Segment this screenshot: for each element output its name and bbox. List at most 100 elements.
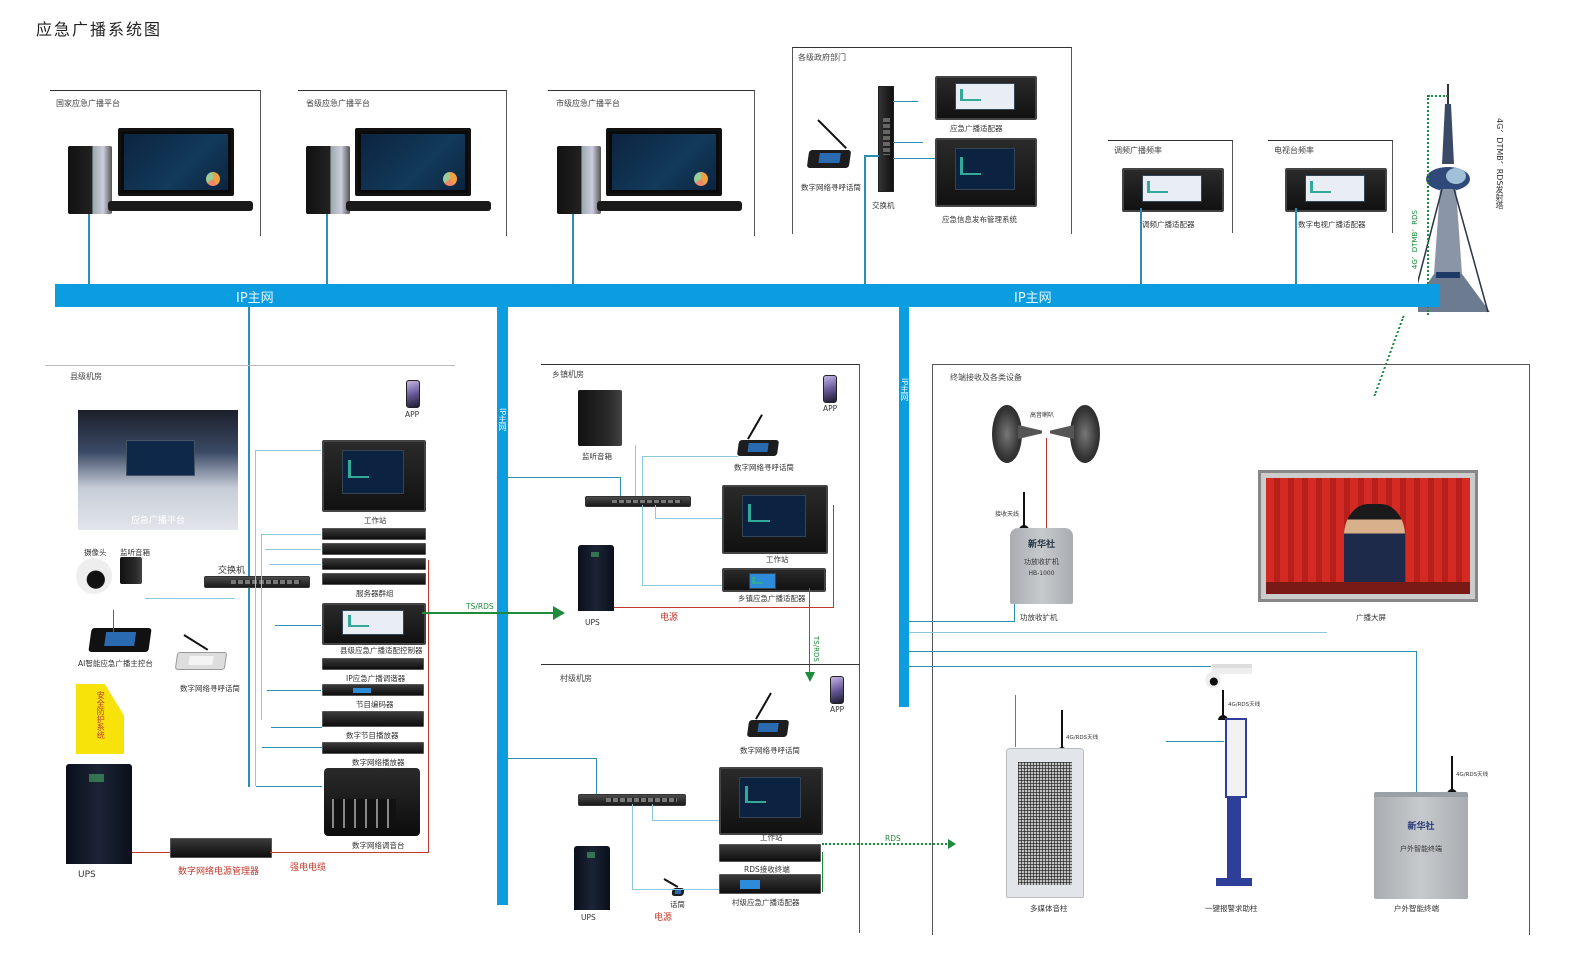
ups-icon (574, 846, 610, 910)
village-adapter-icon (719, 874, 821, 894)
township-power-label: 电源 (660, 613, 679, 623)
dept-mic-label: 数字网络寻呼话筒 (801, 183, 861, 192)
county-audio-label: 数字网络播放器 (352, 758, 405, 767)
panel-fm-label: 调频广播频率 (1114, 146, 1162, 155)
township-app-label: APP (823, 404, 838, 413)
link (1015, 695, 1016, 747)
county-dvd-label: 数字节目播放器 (346, 731, 399, 740)
box-antenna-label: 4G/RDS天线 (1456, 772, 1489, 778)
ts-rds-link (422, 612, 557, 614)
link (909, 632, 1327, 633)
link (255, 450, 256, 786)
county-power-manager-label: 数字网络电源管理器 (178, 867, 260, 877)
link (1416, 651, 1417, 793)
alarm-pole-base (1216, 878, 1252, 886)
monitor-icon (606, 128, 722, 196)
panel-province (298, 90, 507, 236)
speaker-line (1046, 438, 1047, 530)
link (265, 549, 321, 550)
panel-departments-label: 各级政府部门 (798, 53, 846, 62)
power-line (132, 852, 170, 853)
rds-link (822, 843, 950, 845)
monitor-icon (118, 128, 234, 196)
alarm-pole-head (1225, 718, 1247, 798)
tower-label: 4G、DTMB、RDS发射塔 (1495, 118, 1504, 210)
ip-bus-label-left: IP主网 (236, 291, 274, 306)
link (632, 889, 719, 890)
hall-caption: 应急广播平台 (130, 516, 185, 526)
keyboard-icon (346, 201, 491, 211)
village-mic-label: 数字网络寻呼话筒 (740, 746, 800, 755)
wireless-link (1427, 95, 1429, 315)
panel-township (541, 364, 860, 665)
link (508, 758, 596, 759)
tv-label: 广播大屏 (1356, 613, 1386, 622)
link (267, 690, 321, 691)
keyboard-icon (108, 201, 253, 211)
dept-device2-label: 应急信息发布管理系统 (942, 215, 1017, 224)
link (248, 307, 250, 787)
ip-vertical-bus-label-2: IP主网 (900, 378, 909, 402)
tv-adapter-icon (1285, 168, 1387, 212)
paging-mic-icon (806, 150, 852, 168)
county-ups-label: UPS (78, 870, 96, 880)
link (261, 534, 321, 535)
power-manager-icon (170, 838, 272, 858)
camera-icon (76, 558, 112, 594)
link (261, 534, 262, 720)
audio-player-icon (322, 742, 424, 754)
display-screen-icon (1258, 470, 1478, 602)
switch-icon (878, 86, 894, 192)
horn-speaker-icon (1070, 405, 1100, 463)
antenna-icon (1020, 492, 1028, 530)
security-system-label: 安全防护系统 (96, 691, 106, 739)
dvd-player-icon (322, 711, 424, 727)
county-divider (45, 365, 455, 366)
link (642, 456, 643, 496)
ip-vertical-bus-1 (497, 307, 508, 905)
ups-icon (66, 764, 132, 864)
power-line (833, 505, 834, 608)
link (326, 214, 328, 284)
village-app-label: APP (830, 705, 845, 714)
county-camera-label: 摄像头 (84, 548, 107, 557)
pc-tower-icon (306, 146, 350, 214)
link (508, 477, 620, 478)
server-icon (322, 528, 426, 540)
link (655, 518, 722, 519)
arrow-icon (805, 672, 815, 682)
link (642, 505, 643, 585)
panel-city-label: 市级应急广播平台 (556, 99, 620, 108)
workstation-icon (322, 440, 426, 512)
county-link-label: TS/RDS (466, 602, 494, 611)
township-ups-label: UPS (585, 618, 600, 627)
link (572, 214, 574, 284)
server-icon (322, 573, 426, 585)
amp-model: HB-1000 (1028, 569, 1055, 577)
mixer-console-icon (324, 768, 420, 836)
ip-bus-label-right: IP主网 (1014, 291, 1052, 306)
township-link-label: TS/RDS (812, 636, 820, 662)
amp-text: 功放收扩机 (1024, 557, 1059, 566)
server-icon (322, 558, 426, 570)
link (642, 585, 722, 586)
township-adapter-icon (722, 568, 826, 592)
server-icon (322, 543, 426, 555)
tuner-icon (322, 658, 424, 670)
link (909, 621, 1014, 622)
publishing-system-icon (935, 138, 1037, 207)
app-phone-icon (830, 676, 844, 704)
tower-link-label: 4G、DTMB、RDS (1411, 210, 1419, 270)
county-switch-label: 交换机 (218, 566, 246, 576)
link (864, 155, 866, 284)
dept-device1-label: 应急广播适配器 (950, 124, 1003, 133)
link (652, 804, 653, 820)
county-speaker-label: 监听音箱 (120, 548, 150, 557)
amp-brand: 新华社 (1027, 540, 1055, 551)
ip-main-bus (55, 284, 1440, 307)
alarm-pole-icon (1227, 796, 1241, 880)
dept-switch-label: 交换机 (872, 201, 895, 210)
county-tuner-label: IP应急广播调谐器 (346, 674, 406, 683)
county-mic2-label: 数字网络寻呼话筒 (180, 684, 240, 693)
link (632, 804, 633, 889)
